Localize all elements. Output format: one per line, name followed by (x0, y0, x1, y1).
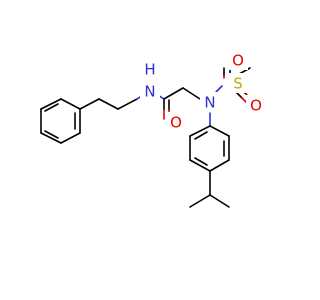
label-sulfonamide-n: N (200, 92, 220, 112)
structure-svg: H N O N S O O (40, 50, 266, 208)
label-amide-o: O (166, 112, 186, 132)
ethyl-linker (79, 98, 138, 110)
amide-o-label: O (170, 114, 182, 132)
label-sulfonyl-o-bottom: O (246, 95, 266, 115)
aryl-ring-bottom (189, 112, 230, 172)
sulfonyl-o-top-label: O (232, 52, 244, 70)
amide-n-label: N (144, 83, 155, 101)
label-amide-nh: H N (140, 60, 160, 103)
isopropyl-group (189, 170, 230, 208)
label-sulfur: S (228, 73, 248, 93)
label-sulfonyl-o-top: O (228, 50, 248, 70)
sulfonamide-n-label: N (204, 94, 215, 112)
sulfur-label: S (233, 75, 243, 93)
amide-h-label: H (144, 61, 155, 79)
molecule-diagram: H N O N S O O (40, 50, 266, 208)
sulfonyl-o-bottom-label: O (250, 97, 262, 115)
phenyl-ring-left (40, 98, 81, 144)
